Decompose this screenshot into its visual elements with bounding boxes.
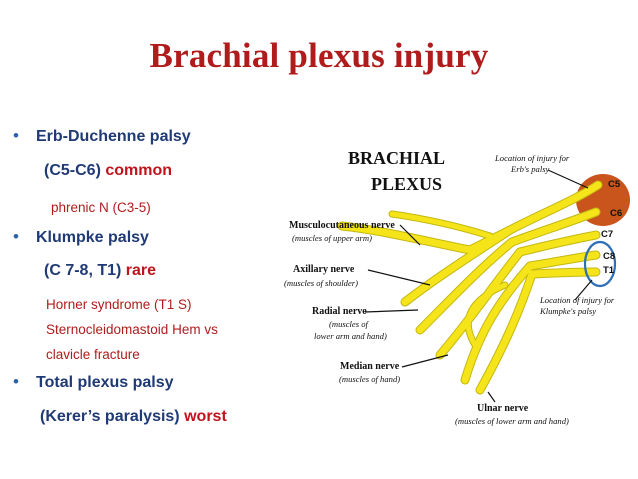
nerve-bundle [338,181,602,394]
radial-desc: lower arm and hand) [314,331,387,341]
radial-desc: (muscles of [329,319,370,329]
median-pointer [401,354,449,368]
klumpke-roots: (C 7-8, T1) [44,262,122,279]
erb-roots-line: (C5-C6) common [44,162,172,180]
erb-severity: common [105,162,173,179]
median-label: Median nerve [340,361,400,372]
klumpke-pointer [574,279,593,301]
ulnar-desc: (muscles of lower arm and hand) [455,416,569,426]
erb-roots: (C5-C6) [44,162,101,179]
root-label: C8 [603,251,615,262]
erb-location-label: Erb's palsy [510,164,550,174]
musculocutaneous-desc: (muscles of upper arm) [292,233,372,243]
total-alias-line: (Kerer’s paralysis) worst [40,408,227,426]
slide-title: Brachial plexus injury [149,36,489,75]
erb-pointer [547,169,589,189]
root-label: C5 [608,179,621,190]
klumpke-location-label: Klumpke's palsy [539,306,596,316]
musculocutaneous-label: Musculocutaneous nerve [289,220,395,231]
klumpke-injury-ring [583,240,617,288]
musculocutaneous-pointer [399,224,421,246]
diagram-title-line2: PLEXUS [371,174,442,194]
bullet-dot-icon: • [13,227,19,246]
total-severity: worst [184,408,227,425]
erb-note: phrenic N (C3-5) [51,200,151,215]
total-name: Total plexus palsy [36,374,174,391]
ulnar-label: Ulnar nerve [477,403,529,414]
klumpke-note: Horner syndrome (T1 S) [46,297,192,312]
erb-name: Erb-Duchenne palsy [36,128,191,145]
radial-label: Radial nerve [312,306,367,317]
root-label: T1 [603,265,615,276]
ulnar-pointer [487,391,496,403]
klumpke-location-label: Location of injury for [539,295,615,305]
klumpke-note: Sternocleidomastoid Hem vs [46,322,218,337]
bullet-dot-icon: • [13,126,19,145]
axillary-label: Axillary nerve [293,264,355,275]
erb-location-label: Location of injury for [494,153,570,163]
klumpke-roots-line: (C 7-8, T1) rare [44,262,156,280]
axillary-desc: (muscles of shoulder) [284,278,358,288]
radial-pointer [364,309,419,313]
klumpke-severity: rare [125,262,157,279]
klumpke-name: Klumpke palsy [36,229,149,246]
axillary-pointer [367,269,431,286]
median-desc: (muscles of hand) [339,374,400,384]
total-alias: (Kerer’s paralysis) [40,408,180,425]
diagram-title-line1: BRACHIAL [348,148,445,168]
bullet-dot-icon: • [13,372,19,391]
root-label: C6 [610,208,622,219]
root-label: C7 [601,229,613,240]
klumpke-note: clavicle fracture [46,347,140,362]
